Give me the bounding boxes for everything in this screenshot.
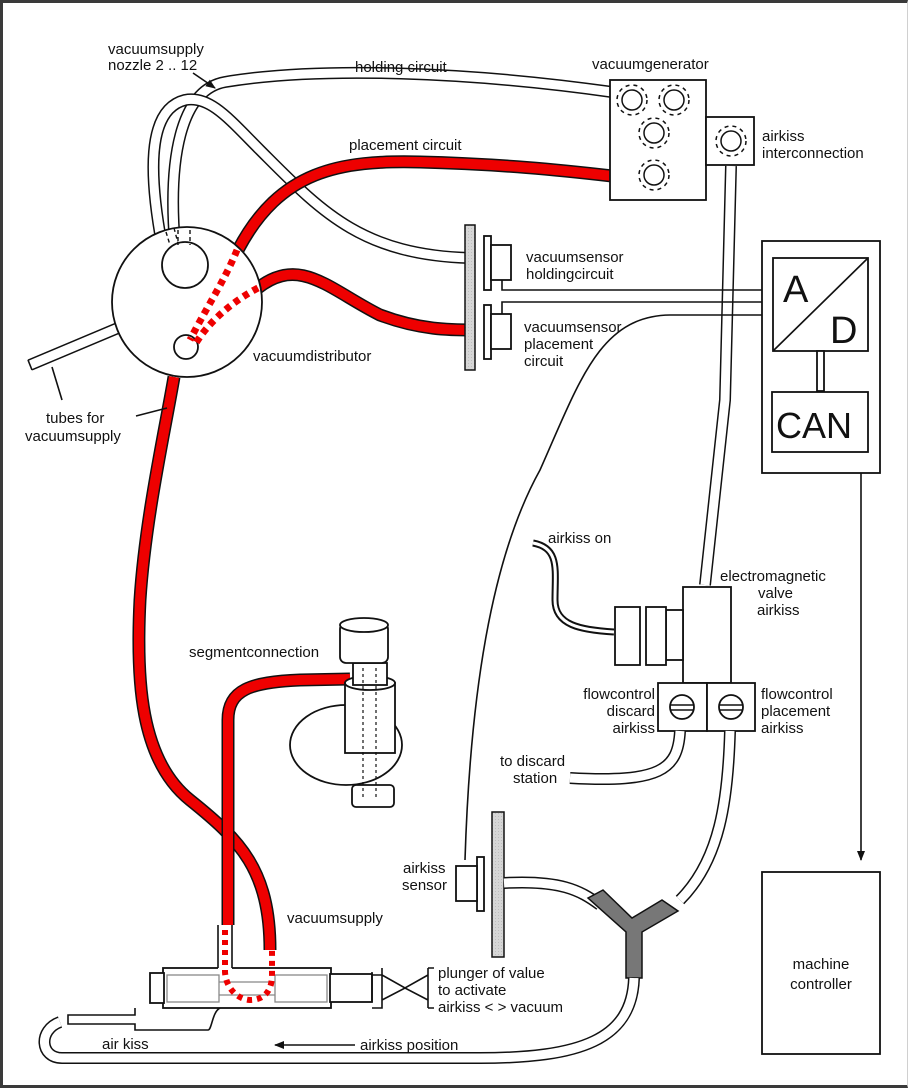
holding-circuit-tube (167, 66, 613, 246)
label-ad-a: A (783, 269, 809, 311)
label-vacuumsensor-placement-2: placement (524, 336, 594, 353)
label-plunger-3: airkiss < > vacuum (438, 999, 563, 1016)
label-vacuumsupply-nozzle: vacuumsupply (108, 41, 204, 58)
ad-can-unit (761, 240, 881, 861)
placement-airkiss-tube (675, 730, 736, 905)
signal-lines (464, 280, 773, 861)
label-electromagnetic-valve: electromagnetic (720, 568, 826, 585)
vacuumsensor-plate (464, 224, 476, 371)
label-vacuumsupply: vacuumsupply (287, 910, 383, 927)
label-plunger-2: to activate (438, 982, 506, 999)
label-vacuumdistributor: vacuumdistributor (253, 348, 371, 365)
label-airkiss-sensor-2: sensor (402, 877, 447, 894)
label-vacuumgenerator: vacuumgenerator (592, 56, 709, 73)
label-flowcontrol-placement-3: airkiss (761, 720, 804, 737)
vacuumgenerator (609, 79, 707, 201)
label-flowcontrol-placement-2: placement (761, 703, 831, 720)
label-holding-circuit: holding circuit (355, 59, 448, 76)
machine-controller (761, 871, 881, 1055)
flowcontrol-discard (657, 682, 708, 732)
label-vacuumsupply-nozzle-2: nozzle 2 .. 12 (108, 57, 197, 74)
airkiss-supply-tube (699, 165, 737, 586)
label-vacuumsensor-holding: vacuumsensor (526, 249, 624, 266)
labels: vacuumsupply nozzle 2 .. 12 holding circ… (25, 41, 864, 1054)
label-machine-controller-2: controller (790, 976, 852, 993)
vacuumsupply-main-tube (132, 375, 277, 951)
label-electromagnetic-valve-3: airkiss (757, 602, 800, 619)
tubes-leader-1 (51, 366, 63, 401)
placement-sensor-tube (253, 268, 476, 337)
label-vacuumsensor-placement: vacuumsensor (524, 319, 622, 336)
flowcontrol-placement (706, 682, 756, 732)
airkiss-sensor (455, 811, 604, 958)
holding-sensor-tube (147, 93, 471, 264)
label-electromagnetic-valve-2: valve (758, 585, 793, 602)
label-airkiss-interconnection-2: interconnection (762, 145, 864, 162)
label-to-discard-station: to discard (500, 753, 565, 770)
label-vacuumsensor-holding-2: holdingcircuit (526, 266, 614, 283)
airkiss-position-tube (38, 977, 640, 1064)
nozzle-leader (192, 72, 216, 89)
vacuumsensor-placementcircuit (483, 304, 512, 360)
tubes-leader-2 (135, 407, 168, 417)
electromagnetic-valve (614, 586, 732, 684)
airkiss-interconnection (705, 116, 755, 166)
label-flowcontrol-discard: flowcontrol (583, 686, 655, 703)
label-to-discard-station-2: station (513, 770, 557, 787)
label-flowcontrol-discard-3: airkiss (612, 720, 655, 737)
label-tubes-for-vacuumsupply: tubes for (46, 410, 104, 427)
airkiss-on-cable (532, 539, 615, 636)
vacuumsensor-holdingcircuit (483, 235, 512, 291)
vacuumdistributor (27, 226, 263, 378)
segmentconnection (289, 617, 403, 808)
label-flowcontrol-discard-2: discard (607, 703, 655, 720)
discard-station-tube (569, 730, 686, 786)
y-connector (586, 889, 680, 979)
label-ad-d: D (830, 310, 857, 352)
label-plunger: plunger of value (438, 965, 545, 982)
label-tubes-for-vacuumsupply-2: vacuumsupply (25, 428, 121, 445)
segmentconnection-tube (221, 672, 351, 925)
label-airkiss-position: airkiss position (360, 1037, 458, 1054)
label-airkiss-interconnection: airkiss (762, 128, 805, 145)
label-segmentconnection: segmentconnection (189, 644, 319, 661)
valve-body (67, 925, 434, 1031)
label-machine-controller: machine (793, 956, 850, 973)
label-airkiss-on: airkiss on (548, 530, 611, 547)
label-placement-circuit: placement circuit (349, 137, 462, 154)
label-flowcontrol-placement: flowcontrol (761, 686, 833, 703)
label-can: CAN (776, 405, 852, 446)
label-vacuumsensor-placement-3: circuit (524, 353, 564, 370)
label-air-kiss: air kiss (102, 1036, 149, 1053)
placement-circuit-tube (232, 155, 613, 254)
label-airkiss-sensor: airkiss (403, 860, 446, 877)
